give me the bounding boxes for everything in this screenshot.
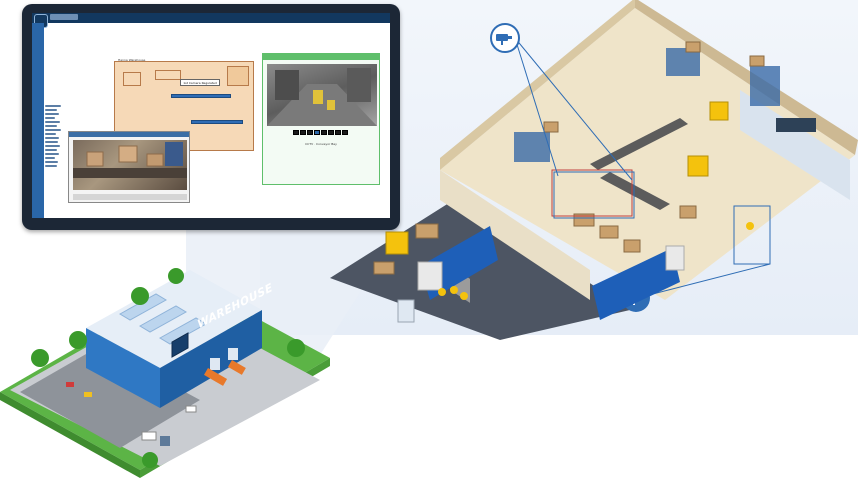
tree	[131, 287, 149, 305]
truck	[204, 368, 228, 386]
video-window[interactable]	[68, 131, 190, 203]
warehouse-interior	[330, 0, 858, 340]
camera-feed	[267, 64, 377, 126]
camera-rec-button[interactable]	[314, 130, 320, 135]
sidebar-tree[interactable]	[45, 105, 65, 205]
camera-prev-button[interactable]	[293, 130, 299, 135]
control-room	[740, 90, 850, 200]
video-feed-scene	[73, 142, 187, 178]
camera-button-bar	[293, 130, 348, 135]
app-sidebar[interactable]	[32, 23, 44, 218]
camera-next-button[interactable]	[328, 130, 334, 135]
tree	[168, 268, 184, 284]
forklift	[687, 155, 709, 177]
truck-trailer	[592, 248, 680, 320]
forklift	[709, 101, 729, 121]
video-feed	[73, 140, 187, 190]
floorplan-room	[123, 72, 141, 86]
video-window-titlebar[interactable]	[69, 132, 189, 137]
front-wall	[440, 170, 590, 300]
tree	[31, 349, 49, 367]
tree	[142, 452, 158, 468]
shelving-rack	[514, 132, 550, 162]
floorplan-room	[227, 66, 249, 86]
floorplan-conveyor	[171, 94, 231, 98]
app-logo-text	[50, 14, 78, 20]
conveyor-belt	[600, 172, 670, 210]
video-controls[interactable]	[73, 194, 187, 200]
forklift	[385, 231, 409, 255]
monitor: Hanna Warehouse 1st Camera Regulated	[22, 4, 400, 230]
camera-window[interactable]: CCTV · Conveyor Bay	[262, 53, 380, 185]
person-zone-highlight	[733, 205, 771, 265]
floorplan-conveyor	[191, 120, 243, 124]
camera-play-button[interactable]	[300, 130, 306, 135]
camera-sight-line	[514, 37, 559, 177]
shelving-rack	[750, 66, 780, 106]
camera-sight-line	[514, 37, 633, 181]
camera-grid-button[interactable]	[335, 130, 341, 135]
camera-zoom-button[interactable]	[321, 130, 327, 135]
shelving-rack	[666, 48, 700, 76]
cctv-camera-icon	[496, 34, 512, 45]
camera-zone-highlight	[551, 169, 633, 217]
warehouse-wall-left	[86, 328, 160, 408]
app-header-bar	[32, 13, 390, 23]
monitor-screen: Hanna Warehouse 1st Camera Regulated	[32, 13, 390, 218]
camera-window-titlebar[interactable]	[263, 54, 379, 60]
camera-feed-scene	[267, 68, 377, 126]
camera-full-button[interactable]	[342, 130, 348, 135]
floorplan-tooltip: 1st Camera Regulated	[180, 79, 220, 86]
worker	[746, 222, 754, 230]
tree	[287, 339, 305, 357]
conveyor-belt	[590, 118, 688, 170]
monitor-wall	[776, 118, 816, 132]
camera-stop-button[interactable]	[307, 130, 313, 135]
warehouse-exterior	[0, 268, 330, 478]
camera-caption: CCTV · Conveyor Bay	[305, 142, 337, 146]
floorplan-room	[155, 70, 181, 80]
truck	[227, 360, 246, 375]
tree	[69, 331, 87, 349]
floorplan-title: Hanna Warehouse	[118, 58, 146, 62]
